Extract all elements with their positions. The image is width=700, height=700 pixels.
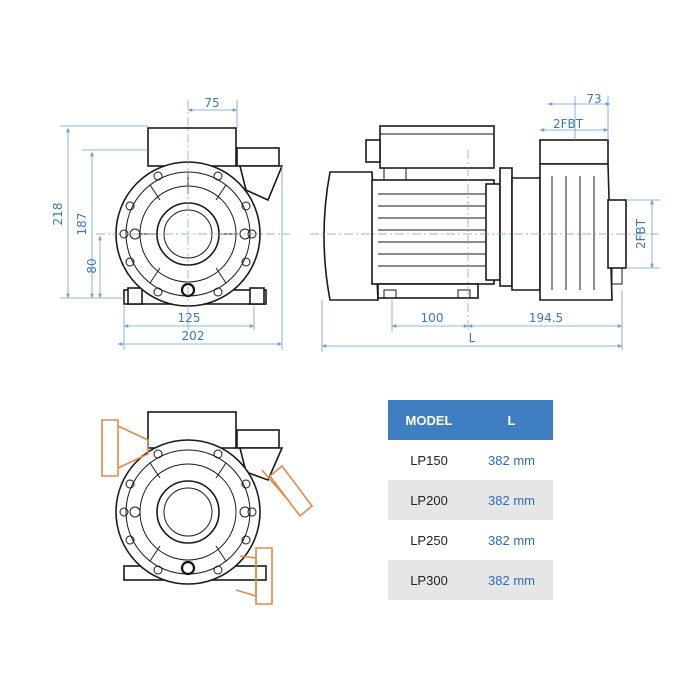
cell-length: 382 mm: [470, 440, 553, 480]
dim-187: 187: [75, 213, 89, 236]
header-length: L: [470, 400, 553, 440]
side-view: 73 2FBT 2FBT 100 194.5 L: [310, 92, 660, 352]
table-row: LP200 382 mm: [388, 480, 553, 520]
table-row: LP250 382 mm: [388, 520, 553, 560]
cell-model: LP300: [388, 560, 470, 600]
dim-l: L: [469, 331, 476, 345]
dim-75: 75: [204, 96, 219, 110]
port-options-view: [101, 411, 314, 605]
dim-202: 202: [182, 329, 205, 343]
table-row: LP150 382 mm: [388, 440, 553, 480]
cell-model: LP150: [388, 440, 470, 480]
cell-model: LP250: [388, 520, 470, 560]
dim-125: 125: [178, 311, 201, 325]
dim-73: 73: [586, 92, 601, 106]
dim-100: 100: [421, 311, 444, 325]
dim-2fbt-top: 2FBT: [553, 117, 584, 131]
dim-218: 218: [51, 203, 65, 226]
header-model: MODEL: [388, 400, 470, 440]
cell-length: 382 mm: [470, 560, 553, 600]
cell-model: LP200: [388, 480, 470, 520]
dim-194-5: 194.5: [529, 311, 563, 325]
dim-2fbt-side: 2FBT: [634, 218, 648, 249]
dim-80: 80: [85, 258, 99, 273]
model-length-table: MODEL L LP150 382 mm LP200 382 mm LP250 …: [388, 400, 553, 600]
cell-length: 382 mm: [470, 520, 553, 560]
table-header-row: MODEL L: [388, 400, 553, 440]
table-row: LP300 382 mm: [388, 560, 553, 600]
cell-length: 382 mm: [470, 480, 553, 520]
front-view: 75 218 187 80 125 202: [51, 96, 290, 350]
